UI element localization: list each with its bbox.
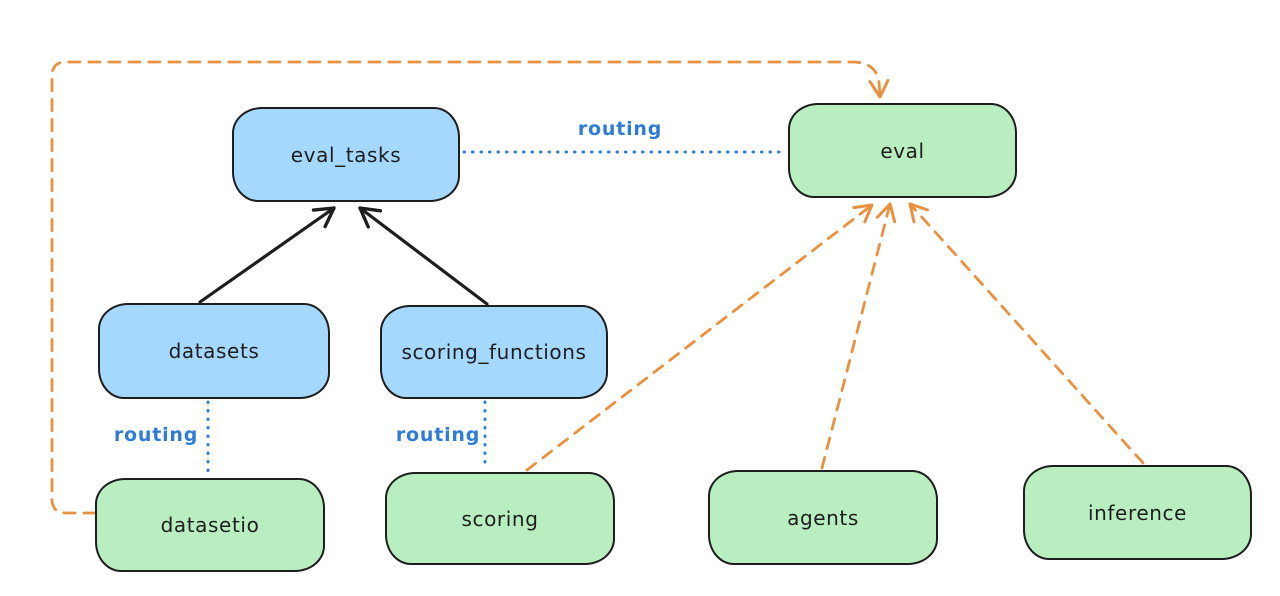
edge-scoring-to-eval <box>525 203 874 472</box>
routing-label-datasets-datasetio: routing <box>113 424 199 446</box>
node-eval-label: eval <box>880 138 925 163</box>
node-datasetio: datasetio <box>95 478 325 572</box>
node-scoring-functions-label: scoring_functions <box>401 340 587 364</box>
routing-label-eval-tasks-eval: routing <box>577 118 663 140</box>
node-scoring: scoring <box>385 472 615 565</box>
edge-agents-to-eval <box>820 202 897 470</box>
routing-label-scoring-functions-scoring: routing <box>395 424 481 446</box>
node-eval: eval <box>788 103 1017 198</box>
node-eval-tasks-label: eval_tasks <box>290 142 402 167</box>
node-datasets: datasets <box>98 303 330 399</box>
node-inference: inference <box>1023 465 1252 560</box>
node-agents-label: agents <box>787 505 859 530</box>
node-eval-tasks: eval_tasks <box>232 107 460 202</box>
node-scoring-label: scoring <box>461 506 539 531</box>
node-datasets-label: datasets <box>168 339 260 363</box>
node-datasetio-label: datasetio <box>160 513 260 537</box>
node-scoring-functions: scoring_functions <box>380 305 608 399</box>
edge-inference-to-eval <box>908 202 1145 465</box>
node-inference-label: inference <box>1087 500 1188 525</box>
edge-scoring-functions-to-eval-tasks <box>358 206 489 306</box>
edge-datasetio-to-eval <box>50 60 890 515</box>
node-agents: agents <box>708 470 938 565</box>
edge-datasets-to-eval-tasks <box>198 206 336 304</box>
